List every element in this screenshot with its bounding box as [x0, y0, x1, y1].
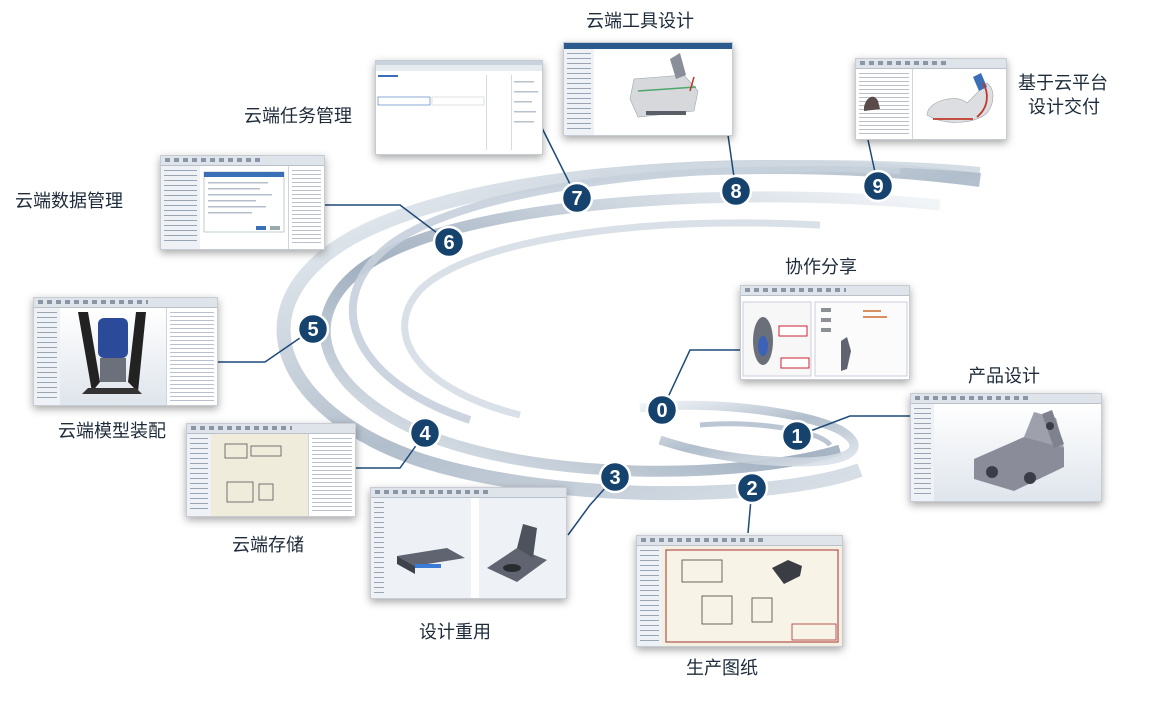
connector-6: [325, 204, 450, 243]
marker-2: 2: [735, 471, 769, 505]
thumbnail-production-drawing: [636, 535, 843, 647]
connector-5: [218, 328, 314, 363]
drawing-sheet-icon: [665, 549, 839, 643]
label-production-drawing: 生产图纸: [686, 658, 758, 679]
marker-4-number: 4: [419, 423, 431, 445]
task-form-icon: [376, 65, 542, 150]
thumbnail-cloud-assembly: [33, 297, 218, 406]
collaboration-view-icon: [742, 301, 908, 377]
marker-1: 1: [780, 419, 814, 453]
ring-band-inner: [599, 160, 981, 178]
label-cloud-tool-design: 云端工具设计: [586, 11, 694, 32]
label-collaboration-share: 协作分享: [785, 257, 857, 278]
marker-1-number: 1: [791, 426, 802, 448]
data-list-icon: [203, 171, 285, 233]
marker-8-number: 8: [730, 181, 741, 203]
marker-6: 6: [432, 225, 466, 259]
mold-tool-icon: [594, 49, 732, 135]
marker-3: 3: [598, 460, 632, 494]
shoe-thumbnail-icon: [864, 96, 880, 111]
ring-band-4: [401, 219, 821, 419]
label-cloud-delivery-line2: 设计交付: [1028, 97, 1100, 118]
drawing-preview-icon: [224, 443, 281, 503]
marker-0: 0: [645, 393, 679, 427]
thumbnail-design-reuse: [370, 487, 567, 599]
markers: 0 1 2 3 4 5 6: [296, 169, 895, 505]
label-design-reuse: 设计重用: [419, 622, 491, 643]
label-cloud-storage: 云端存储: [232, 535, 304, 556]
label-cloud-delivery-line1: 基于云平台: [1018, 73, 1108, 94]
bracket-part-icon: [933, 404, 1101, 501]
marker-5-number: 5: [307, 319, 318, 341]
marker-2-number: 2: [746, 478, 757, 500]
thumbnail-cloud-storage: [186, 423, 356, 517]
marker-3-number: 3: [609, 467, 620, 489]
label-cloud-data-management: 云端数据管理: [15, 191, 123, 212]
connector-0: [661, 349, 740, 411]
marker-4: 4: [408, 416, 442, 450]
reuse-parts-icon: [386, 498, 566, 598]
label-product-design: 产品设计: [968, 366, 1040, 387]
marker-0-number: 0: [656, 400, 667, 422]
thumbnail-cloud-task-management: [375, 60, 543, 155]
thumbnail-cloud-delivery: [855, 58, 1007, 140]
marker-5: 5: [296, 312, 330, 346]
label-cloud-task-management: 云端任务管理: [244, 106, 352, 127]
marker-8: 8: [719, 174, 753, 208]
marker-6-number: 6: [443, 232, 454, 254]
ring-swirl-inner: [639, 400, 859, 467]
label-cloud-assembly: 云端模型装配: [58, 421, 166, 442]
thumbnail-cloud-data-management: [160, 155, 325, 250]
connector-1: [796, 415, 910, 437]
ring-swirl-inner-2: [699, 421, 833, 447]
ring-band-3: [348, 163, 901, 424]
thumbnail-cloud-tool-design: [563, 42, 733, 136]
delivery-model-icon: [913, 69, 1006, 139]
thumbnail-product-design: [910, 393, 1102, 502]
marker-7: 7: [560, 181, 594, 215]
marker-9: 9: [861, 169, 895, 203]
marker-9-number: 9: [872, 176, 883, 198]
marker-7-number: 7: [571, 188, 582, 210]
assembly-model-icon: [59, 308, 166, 405]
ring-band-2: [319, 191, 941, 477]
thumbnail-collaboration-share: [740, 285, 910, 380]
